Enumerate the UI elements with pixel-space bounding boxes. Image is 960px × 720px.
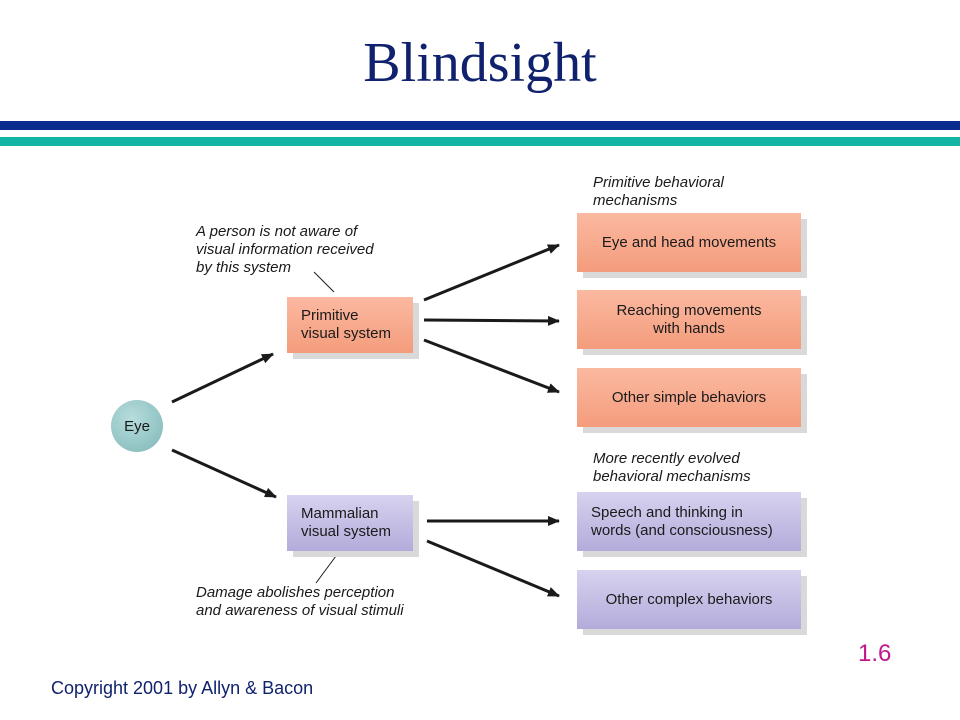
speech-label-line2: words (and consciousness) <box>591 521 773 539</box>
speech-label-line1: Speech and thinking in <box>591 503 743 521</box>
other-complex-behaviors-box: Other complex behaviors <box>577 570 801 629</box>
primitive-visual-system-box: Primitive visual system <box>287 297 413 353</box>
copyright-notice: Copyright 2001 by Allyn & Bacon <box>51 678 314 698</box>
primitive-note-line3: by this system <box>196 259 292 276</box>
eye-node: Eye <box>111 400 163 452</box>
note-leader-mammalian <box>315 555 337 584</box>
arrow-primitive-to-other-simple <box>423 338 560 394</box>
slide-title: Blindsight <box>363 32 597 94</box>
primitive-system-label-line2: visual system <box>301 325 392 342</box>
recent-heading-line1: More recently evolved <box>593 450 740 467</box>
note-leader-primitive <box>313 271 335 293</box>
other-simple-behaviors-box: Other simple behaviors <box>577 368 801 427</box>
reaching-label-line1: Reaching movements <box>616 301 762 319</box>
primitive-system-note: A person is not aware of visual informat… <box>196 223 374 277</box>
recent-heading-line2: behavioral mechanisms <box>593 468 751 485</box>
speech-thinking-box: Speech and thinking in words (and consci… <box>577 492 801 551</box>
mammalian-note-line1: Damage abolishes perception <box>196 584 395 601</box>
mammalian-system-note: Damage abolishes perception and awarenes… <box>196 584 404 620</box>
arrow-mammalian-to-other-complex <box>426 539 560 598</box>
mammalian-system-label-line1: Mammalian <box>301 505 379 522</box>
arrow-primitive-to-reaching <box>423 315 560 326</box>
other-simple-behaviors-label: Other simple behaviors <box>611 388 767 406</box>
primitive-system-label-line1: Primitive <box>301 307 359 324</box>
reaching-movements-box: Reaching movements with hands <box>577 290 801 349</box>
mammalian-visual-system-box: Mammalian visual system <box>287 495 413 551</box>
eye-label: Eye <box>124 417 150 435</box>
primitive-heading-line2: mechanisms <box>593 192 678 209</box>
primitive-mechanisms-heading: Primitive behavioral mechanisms <box>593 174 724 210</box>
primitive-note-line1: A person is not aware of <box>196 223 358 240</box>
slide-number: 1.6 <box>858 640 892 667</box>
eye-head-movements-box: Eye and head movements <box>577 213 801 272</box>
eye-head-movements-label: Eye and head movements <box>601 233 777 251</box>
mammalian-system-label-line2: visual system <box>301 523 392 540</box>
arrow-eye-to-primitive <box>171 352 274 404</box>
recent-mechanisms-heading: More recently evolved behavioral mechani… <box>593 450 751 486</box>
reaching-label-line2: with hands <box>653 319 725 337</box>
arrow-eye-to-mammalian <box>171 448 277 499</box>
primitive-note-line2: visual information received <box>196 241 374 258</box>
header-rule-teal <box>0 137 960 146</box>
mammalian-note-line2: and awareness of visual stimuli <box>196 602 404 619</box>
other-complex-behaviors-label: Other complex behaviors <box>605 590 773 608</box>
primitive-heading-line1: Primitive behavioral <box>593 174 724 191</box>
header-rule-navy <box>0 121 960 130</box>
arrow-primitive-to-eye-head <box>423 243 560 302</box>
